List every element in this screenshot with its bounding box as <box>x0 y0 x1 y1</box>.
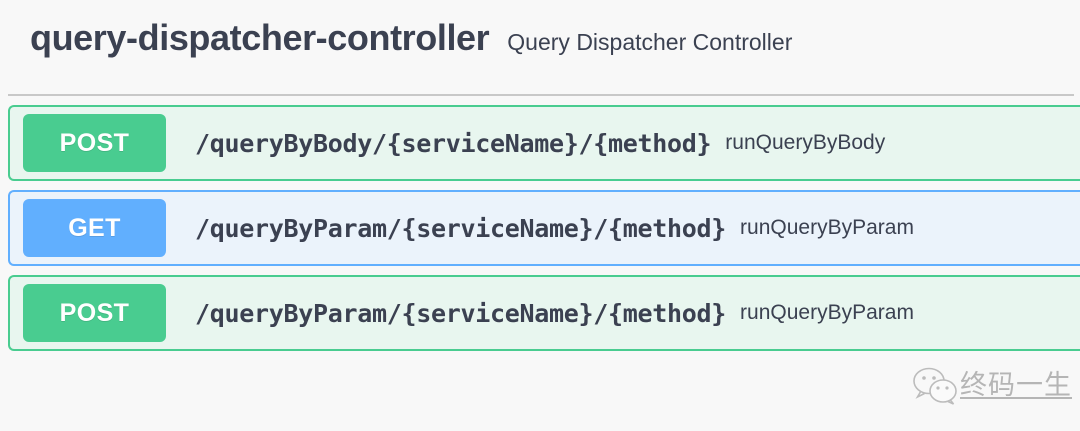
operation-path: /queryByBody/{serviceName}/{method} <box>195 128 712 158</box>
operation-row-2[interactable]: POST /queryByParam/{serviceName}/{method… <box>8 275 1080 351</box>
operation-list: POST /queryByBody/{serviceName}/{method}… <box>0 96 1080 351</box>
watermark: 终码一生 <box>912 365 1072 405</box>
operation-summary: runQueryByParam <box>740 301 914 324</box>
operation-path: /queryByParam/{serviceName}/{method} <box>195 213 727 243</box>
wechat-logo-icon <box>912 365 958 405</box>
header-divider <box>8 94 1074 96</box>
operation-summary: runQueryByBody <box>725 131 886 154</box>
http-method-badge: GET <box>23 199 166 257</box>
operation-row-0[interactable]: POST /queryByBody/{serviceName}/{method}… <box>8 105 1080 181</box>
http-method-badge: POST <box>23 284 166 342</box>
operation-summary: runQueryByParam <box>740 216 914 239</box>
http-method-badge: POST <box>23 114 166 172</box>
watermark-text: 终码一生 <box>960 369 1072 401</box>
page-subtitle: Query Dispatcher Controller <box>507 29 793 55</box>
api-tag-header[interactable]: query-dispatcher-controller Query Dispat… <box>0 0 1080 80</box>
operation-path: /queryByParam/{serviceName}/{method} <box>195 298 727 328</box>
operation-row-1[interactable]: GET /queryByParam/{serviceName}/{method}… <box>8 190 1080 266</box>
page-title: query-dispatcher-controller <box>30 17 490 58</box>
